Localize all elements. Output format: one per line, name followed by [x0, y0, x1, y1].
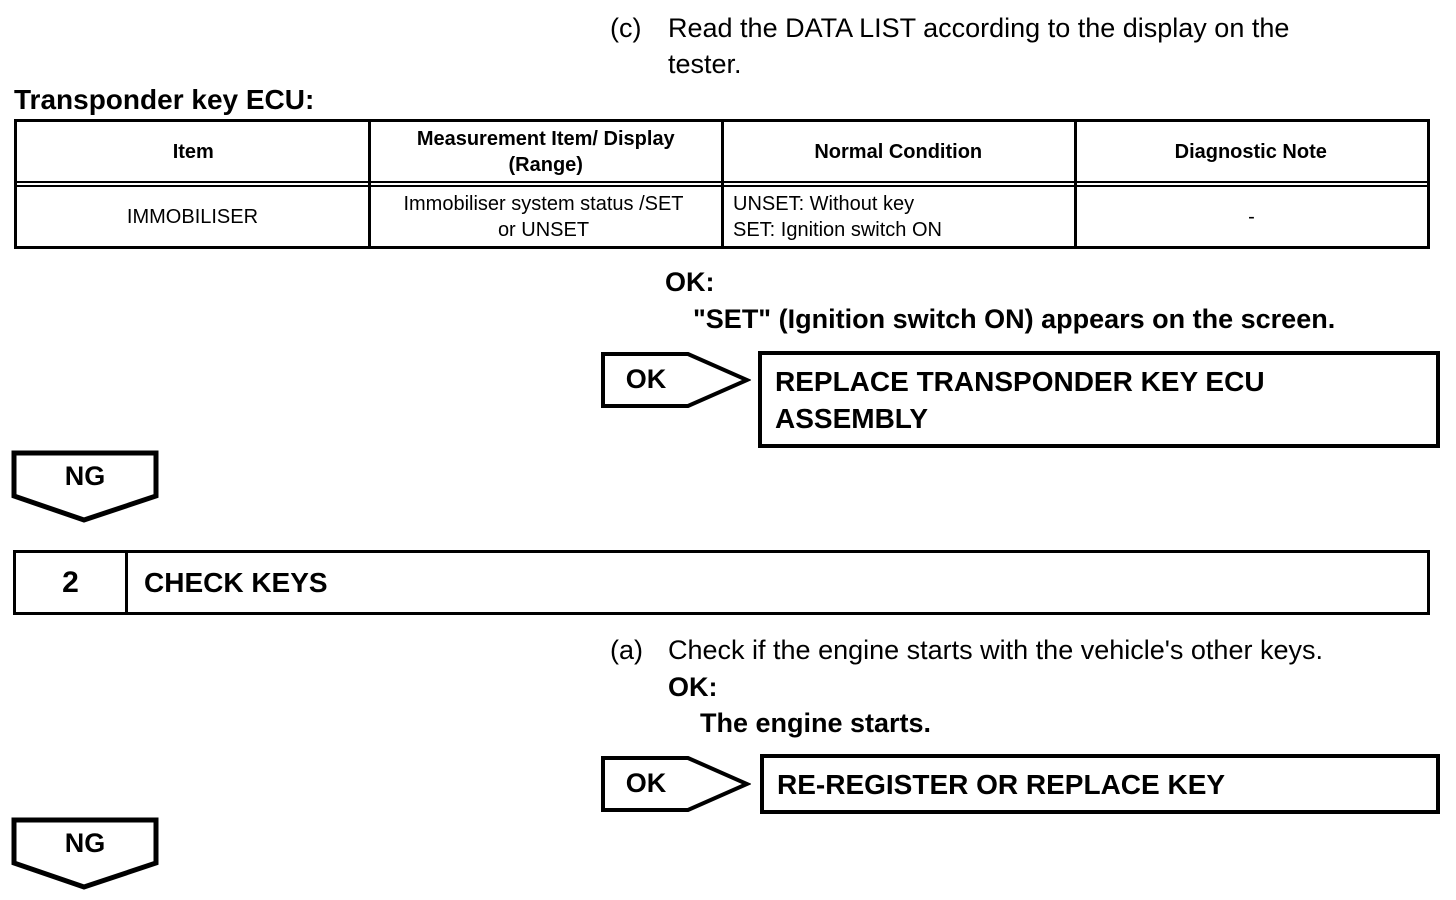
- step2-title: CHECK KEYS: [144, 566, 328, 598]
- table-column-divider: [721, 122, 724, 246]
- instruction-a-marker: (a): [610, 635, 643, 665]
- flow2-ok-condition: The engine starts.: [700, 708, 932, 738]
- ng-arrow-icon: [11, 817, 159, 890]
- flow2-ng-arrow: NG: [11, 817, 159, 891]
- table-column-divider: [368, 122, 371, 246]
- table-header-measurement: Measurement Item/ Display (Range): [416, 127, 675, 176]
- flow1-action-box: REPLACE TRANSPONDER KEY ECU ASSEMBLY: [758, 351, 1440, 448]
- instruction-c-marker: (c): [610, 13, 642, 43]
- flow2-ng-arrow-label: NG: [64, 827, 106, 858]
- flow2-ok-heading: OK:: [668, 672, 718, 702]
- table-cell-item: IMMOBILISER: [126, 205, 259, 228]
- ok-arrow-icon: [601, 352, 752, 408]
- flow1-ok-arrow: OK: [601, 351, 752, 409]
- table-header-row: Item Measurement Item/ Display (Range) N…: [17, 122, 1427, 181]
- flow1-ok-heading: OK:: [665, 267, 715, 297]
- data-list-table: Item Measurement Item/ Display (Range) N…: [14, 119, 1430, 249]
- table-header-normal-condition: Normal Condition: [814, 140, 983, 163]
- step2-number: 2: [16, 553, 128, 612]
- table-title: Transponder key ECU:: [14, 84, 315, 115]
- flow1-ok-arrow-label: OK: [625, 363, 667, 394]
- flow1-ng-arrow: NG: [11, 450, 159, 524]
- instruction-c: (c) Read the DATA LIST according to the …: [610, 10, 1440, 82]
- ok-arrow-icon: [601, 756, 752, 812]
- flow2-ok-arrow-label: OK: [625, 767, 667, 798]
- table-cell-normal-condition: UNSET: Without key SET: Ignition switch …: [733, 192, 942, 241]
- flow1-ng-arrow-label: NG: [64, 460, 106, 491]
- table-header-diagnostic-note: Diagnostic Note: [1174, 140, 1327, 163]
- flow1-ok-condition: "SET" (Ignition switch ON) appears on th…: [693, 304, 1336, 334]
- flow2-action-box: RE-REGISTER OR REPLACE KEY: [760, 754, 1440, 814]
- instruction-a-text: Check if the engine starts with the vehi…: [668, 635, 1323, 665]
- instruction-c-text: Read the DATA LIST according to the disp…: [668, 13, 1290, 79]
- table-header-item: Item: [172, 140, 214, 163]
- step2-box: 2 CHECK KEYS: [13, 550, 1430, 615]
- ng-arrow-icon: [11, 450, 159, 523]
- table-column-divider: [1074, 122, 1077, 246]
- table-cell-diagnostic-note: -: [1248, 205, 1255, 228]
- table-row: IMMOBILISER Immobiliser system status /S…: [17, 187, 1427, 246]
- instruction-a: (a) Check if the engine starts with the …: [610, 632, 1456, 668]
- flow2-ok-arrow: OK: [601, 755, 752, 813]
- table-cell-measurement: Immobiliser system status /SET or UNSET: [403, 192, 684, 241]
